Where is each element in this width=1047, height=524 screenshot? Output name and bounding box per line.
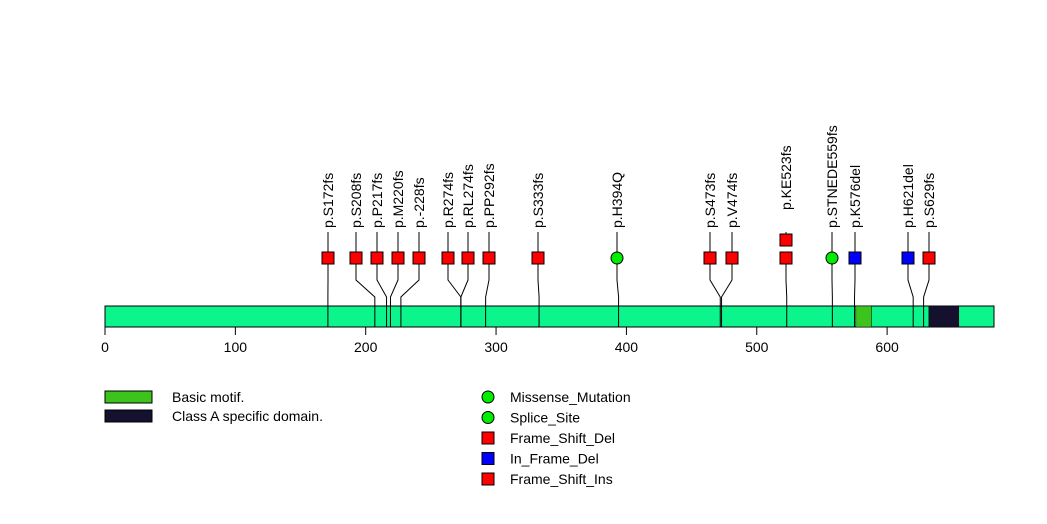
mutation-marker-square (349, 251, 363, 265)
x-tick-label: 600 (875, 339, 899, 355)
mutation-stem (923, 264, 930, 327)
mutation-marker-circle (825, 251, 839, 265)
mutation-label: p.S208fs (348, 173, 364, 228)
mutation-label: p.STNEDE559fs (824, 125, 840, 228)
x-tick-label: 100 (224, 339, 248, 355)
legend-type-label: Frame_Shift_Del (510, 430, 615, 446)
domain-class-a-specific-domain- (928, 305, 960, 328)
legend-marker-square (481, 472, 495, 486)
mutation-marker-square (725, 251, 739, 265)
mutation-marker-square (370, 251, 384, 265)
mutation-marker-square (441, 251, 455, 265)
mutation-label: p.M220fs (390, 170, 406, 228)
x-tick-label: 400 (615, 339, 639, 355)
domain-basic-motif- (855, 305, 872, 328)
mutation-stem (785, 264, 788, 327)
legend-domain-swatch (104, 390, 153, 404)
mutation-label: p.S172fs (320, 173, 336, 228)
legend-domain-label: Basic motif. (172, 389, 244, 405)
mutation-marker-square (482, 251, 496, 265)
mutation-marker-square (391, 251, 405, 265)
mutation-marker-square (779, 251, 793, 265)
legend-domain-label: Class A specific domain. (172, 408, 323, 424)
mutation-marker-square (703, 251, 717, 265)
legend-type-label: Splice_Site (510, 410, 580, 426)
mutation-label: p.S629fs (921, 173, 937, 228)
mutation-stem (537, 264, 540, 327)
legend-marker-square (481, 431, 495, 445)
legend-type-label: Frame_Shift_Ins (510, 471, 613, 487)
legend-marker-circle (481, 411, 495, 424)
mutation-marker-square (922, 251, 936, 265)
x-tick-label: 300 (484, 339, 508, 355)
mutation-label: p.V474fs (724, 173, 740, 228)
mutation-marker-square (901, 251, 915, 265)
mutation-marker-circle (610, 251, 624, 265)
mutation-stem (376, 264, 388, 327)
legend-domain-swatch (104, 409, 153, 423)
mutation-stem (355, 264, 376, 327)
legend-marker-circle (481, 390, 495, 404)
mutation-stem (400, 264, 420, 327)
mutation-stem (389, 264, 399, 327)
mutation-label: p.H394Q (609, 172, 625, 228)
legend-type-label: In_Frame_Del (510, 451, 599, 467)
mutation-marker-square (779, 233, 793, 247)
mutation-stem (709, 264, 721, 327)
mutation-label: p.PP292fs (481, 163, 497, 228)
x-tick-label: 200 (354, 339, 378, 355)
mutation-label: p.K576del (847, 165, 863, 228)
x-tick-label: 0 (101, 339, 109, 355)
mutation-label: p.-228fs (411, 177, 427, 228)
mutation-label: p.R274fs (440, 172, 456, 228)
x-tick-label: 500 (745, 339, 769, 355)
mutation-label: p.P217fs (369, 173, 385, 228)
mutation-stem (485, 264, 490, 327)
mutation-label: p.KE523fs (778, 145, 794, 210)
mutation-marker-square (531, 251, 545, 265)
mutation-stem (616, 264, 620, 327)
mutation-marker-square (461, 251, 475, 265)
mutation-stem (907, 264, 914, 327)
mutation-marker-square (321, 251, 335, 265)
legend-marker-square (481, 452, 495, 465)
protein-backbone (104, 305, 995, 328)
mutation-marker-square (412, 251, 426, 265)
mutation-stem (721, 264, 733, 327)
mutation-marker-square (848, 251, 862, 265)
mutation-label: p.S333fs (530, 173, 546, 228)
mutation-stem (460, 264, 469, 327)
mutation-label: p.RL274fs (460, 164, 476, 228)
mutation-label: p.S473fs (702, 173, 718, 228)
legend-type-label: Missense_Mutation (510, 389, 631, 405)
mutation-label: p.H621del (900, 164, 916, 228)
